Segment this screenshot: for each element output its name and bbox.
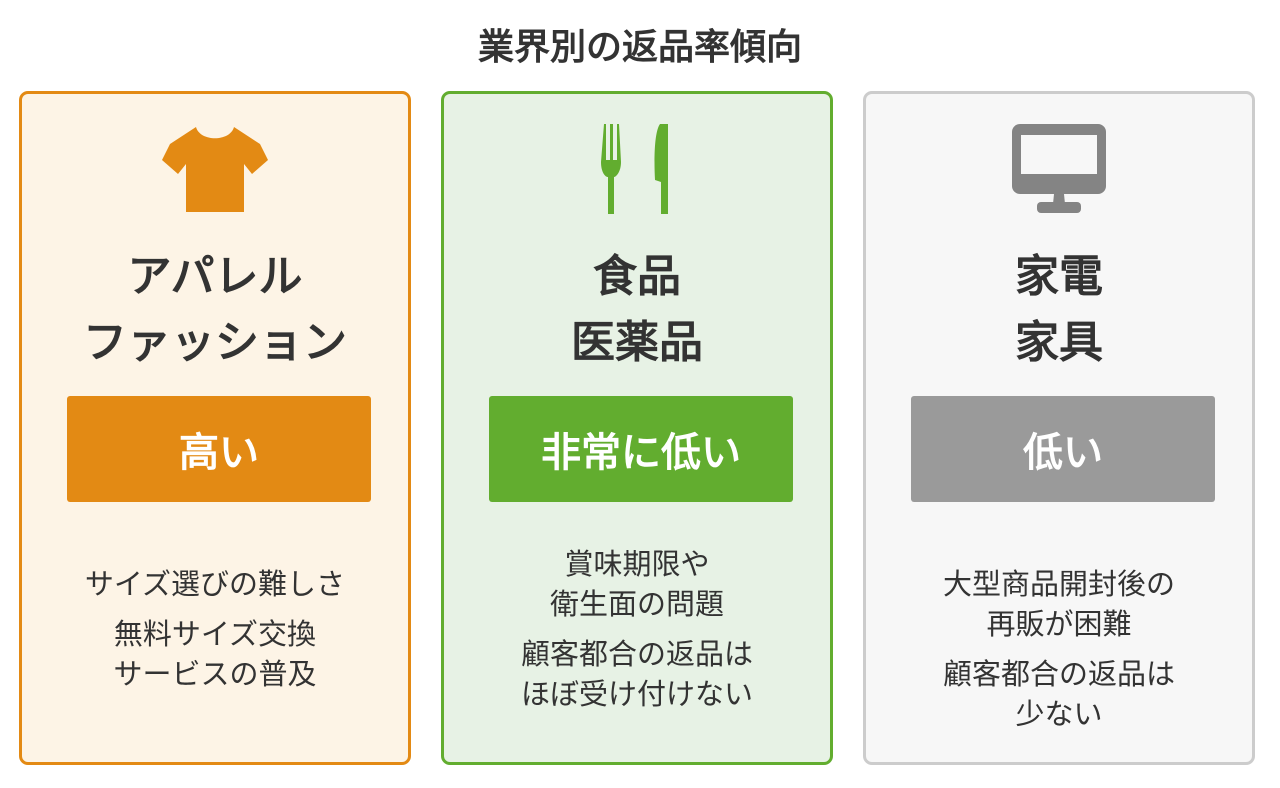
note: サイズ選びの難しさ	[84, 567, 346, 601]
note: 無料サイズ交換 サービスの普及	[113, 617, 317, 691]
note: 顧客都合の返品は 少ない	[942, 657, 1175, 731]
tshirt-icon	[22, 122, 408, 217]
note: 賞味期限や 衛生面の問題	[549, 547, 724, 621]
return-rate-badge: 低い	[911, 396, 1215, 502]
card-food-medicine: 食品 医薬品 非常に低い 賞味期限や 衛生面の問題 顧客都合の返品は ほぼ受け付…	[441, 91, 833, 765]
return-rate-badge: 非常に低い	[489, 396, 793, 502]
card-apparel: アパレル ファッション 高い サイズ選びの難しさ 無料サイズ交換 サービスの普及	[19, 91, 411, 765]
industry-name: 家電 家具	[1015, 251, 1103, 368]
industry-name: 食品 医薬品	[571, 251, 703, 368]
fork-knife-icon	[444, 122, 830, 217]
card-electronics-furniture: 家電 家具 低い 大型商品開封後の 再販が困難 顧客都合の返品は 少ない	[863, 91, 1255, 765]
monitor-icon	[866, 122, 1252, 217]
note: 大型商品開封後の 再販が困難	[942, 567, 1175, 641]
note: 顧客都合の返品は ほぼ受け付けない	[520, 637, 753, 711]
diagram-title: 業界別の返品率傾向	[477, 27, 802, 68]
return-rate-badge: 高い	[67, 396, 371, 502]
industry-name: アパレル ファッション	[83, 251, 347, 368]
